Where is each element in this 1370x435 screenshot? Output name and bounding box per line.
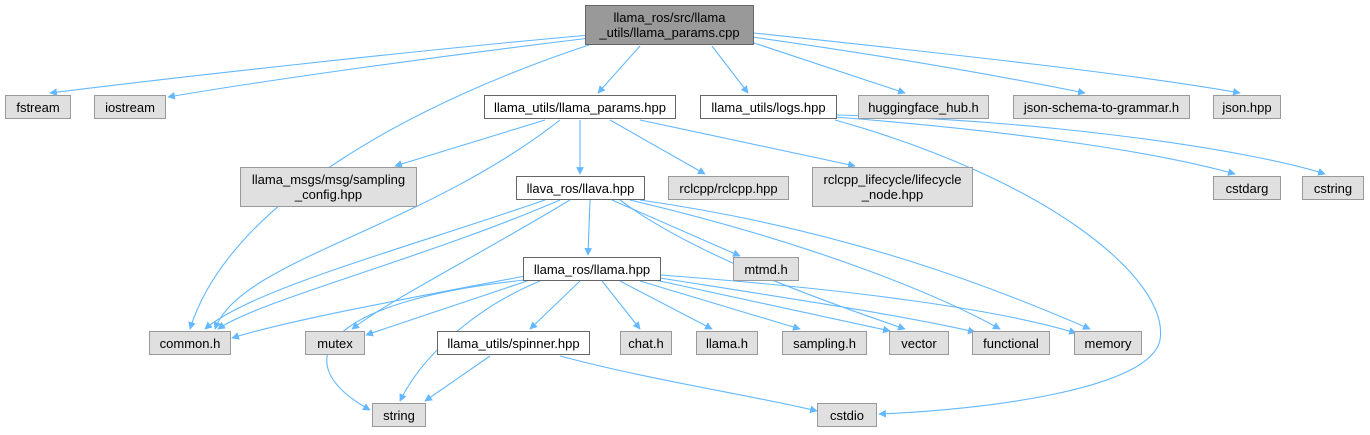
node-cstring[interactable]: cstring bbox=[1302, 176, 1364, 200]
node-vector[interactable]: vector bbox=[889, 331, 949, 355]
edge-llava-mutex bbox=[351, 199, 571, 330]
edge-root-fstream bbox=[49, 34, 591, 96]
edge-llama-mutex bbox=[365, 279, 531, 337]
edge-llama-llama-h bbox=[619, 280, 713, 330]
node-functional[interactable]: functional bbox=[972, 331, 1050, 355]
node-llama-hpp[interactable]: llama_ros/llama.hpp bbox=[523, 257, 661, 281]
edge-params-lifecycle bbox=[639, 119, 856, 169]
node-fstream[interactable]: fstream bbox=[5, 95, 71, 119]
edge-llava-memory bbox=[639, 199, 1091, 330]
node-string[interactable]: string bbox=[372, 403, 426, 427]
node-spinner-hpp[interactable]: llama_utils/spinner.hpp bbox=[437, 331, 590, 355]
node-llava-hpp[interactable]: llava_ros/llava.hpp bbox=[516, 176, 645, 200]
node-lifecycle-node-hpp[interactable]: rclcpp_lifecycle/lifecycle _node.hpp bbox=[812, 167, 973, 207]
node-rclcpp-hpp[interactable]: rclcpp/rclcpp.hpp bbox=[668, 176, 789, 200]
edge-spinner-cstdio bbox=[559, 355, 818, 414]
edge-llava-llama bbox=[584, 199, 593, 256]
edge-logs-cstdio bbox=[834, 119, 1162, 418]
node-chat-h[interactable]: chat.h bbox=[620, 331, 672, 355]
edge-llama-sampling bbox=[639, 280, 801, 331]
edge-logs-cstdarg bbox=[834, 116, 1236, 176]
edge-llama-vector bbox=[654, 279, 891, 334]
edge-root-json-hpp bbox=[753, 32, 1241, 96]
node-cstdarg[interactable]: cstdarg bbox=[1213, 176, 1281, 200]
node-sampling-config-hpp[interactable]: llama_msgs/msg/sampling _config.hpp bbox=[240, 167, 417, 207]
edge-llama-spinner bbox=[529, 280, 581, 330]
edge-root-iostream bbox=[167, 37, 591, 100]
edge-llama-memory bbox=[660, 274, 1077, 335]
edge-root-common bbox=[188, 42, 596, 330]
node-memory[interactable]: memory bbox=[1074, 331, 1142, 355]
edge-root-json-schema bbox=[751, 36, 1086, 96]
node-json-hpp[interactable]: json.hpp bbox=[1213, 95, 1281, 119]
node-sampling-h[interactable]: sampling.h bbox=[782, 331, 867, 355]
edge-llava-common-2 bbox=[204, 199, 546, 330]
node-mtmd-h[interactable]: mtmd.h bbox=[733, 257, 799, 281]
edge-llava-functional bbox=[629, 199, 1001, 330]
edge-llama-common bbox=[231, 275, 526, 340]
edge-root-logs bbox=[711, 45, 749, 94]
node-common-h[interactable]: common.h bbox=[149, 331, 231, 355]
edge-llama-chat bbox=[601, 280, 641, 330]
node-llama-params-cpp: llama_ros/src/llama _utils/llama_params.… bbox=[585, 5, 754, 45]
node-mutex[interactable]: mutex bbox=[305, 331, 365, 355]
edge-spinner-string bbox=[424, 355, 491, 402]
node-huggingface-hub-h[interactable]: huggingface_hub.h bbox=[858, 95, 989, 119]
node-iostream[interactable]: iostream bbox=[94, 95, 166, 119]
node-llama-params-hpp[interactable]: llama_utils/llama_params.hpp bbox=[484, 95, 676, 119]
node-cstdio[interactable]: cstdio bbox=[817, 403, 877, 427]
edge-llava-common bbox=[217, 199, 561, 330]
edge-root-llama-params bbox=[597, 45, 641, 94]
edge-params-rclcpp bbox=[609, 119, 706, 175]
node-llama-h[interactable]: llama.h bbox=[696, 331, 758, 355]
node-json-schema-to-grammar-h[interactable]: json-schema-to-grammar.h bbox=[1013, 95, 1190, 119]
edge-params-sampling-config bbox=[394, 119, 546, 168]
node-logs-hpp[interactable]: llama_utils/logs.hpp bbox=[700, 95, 837, 119]
edge-root-huggingface bbox=[744, 39, 906, 95]
edge-llama-functional bbox=[659, 277, 976, 335]
edge-params-common bbox=[213, 119, 561, 330]
